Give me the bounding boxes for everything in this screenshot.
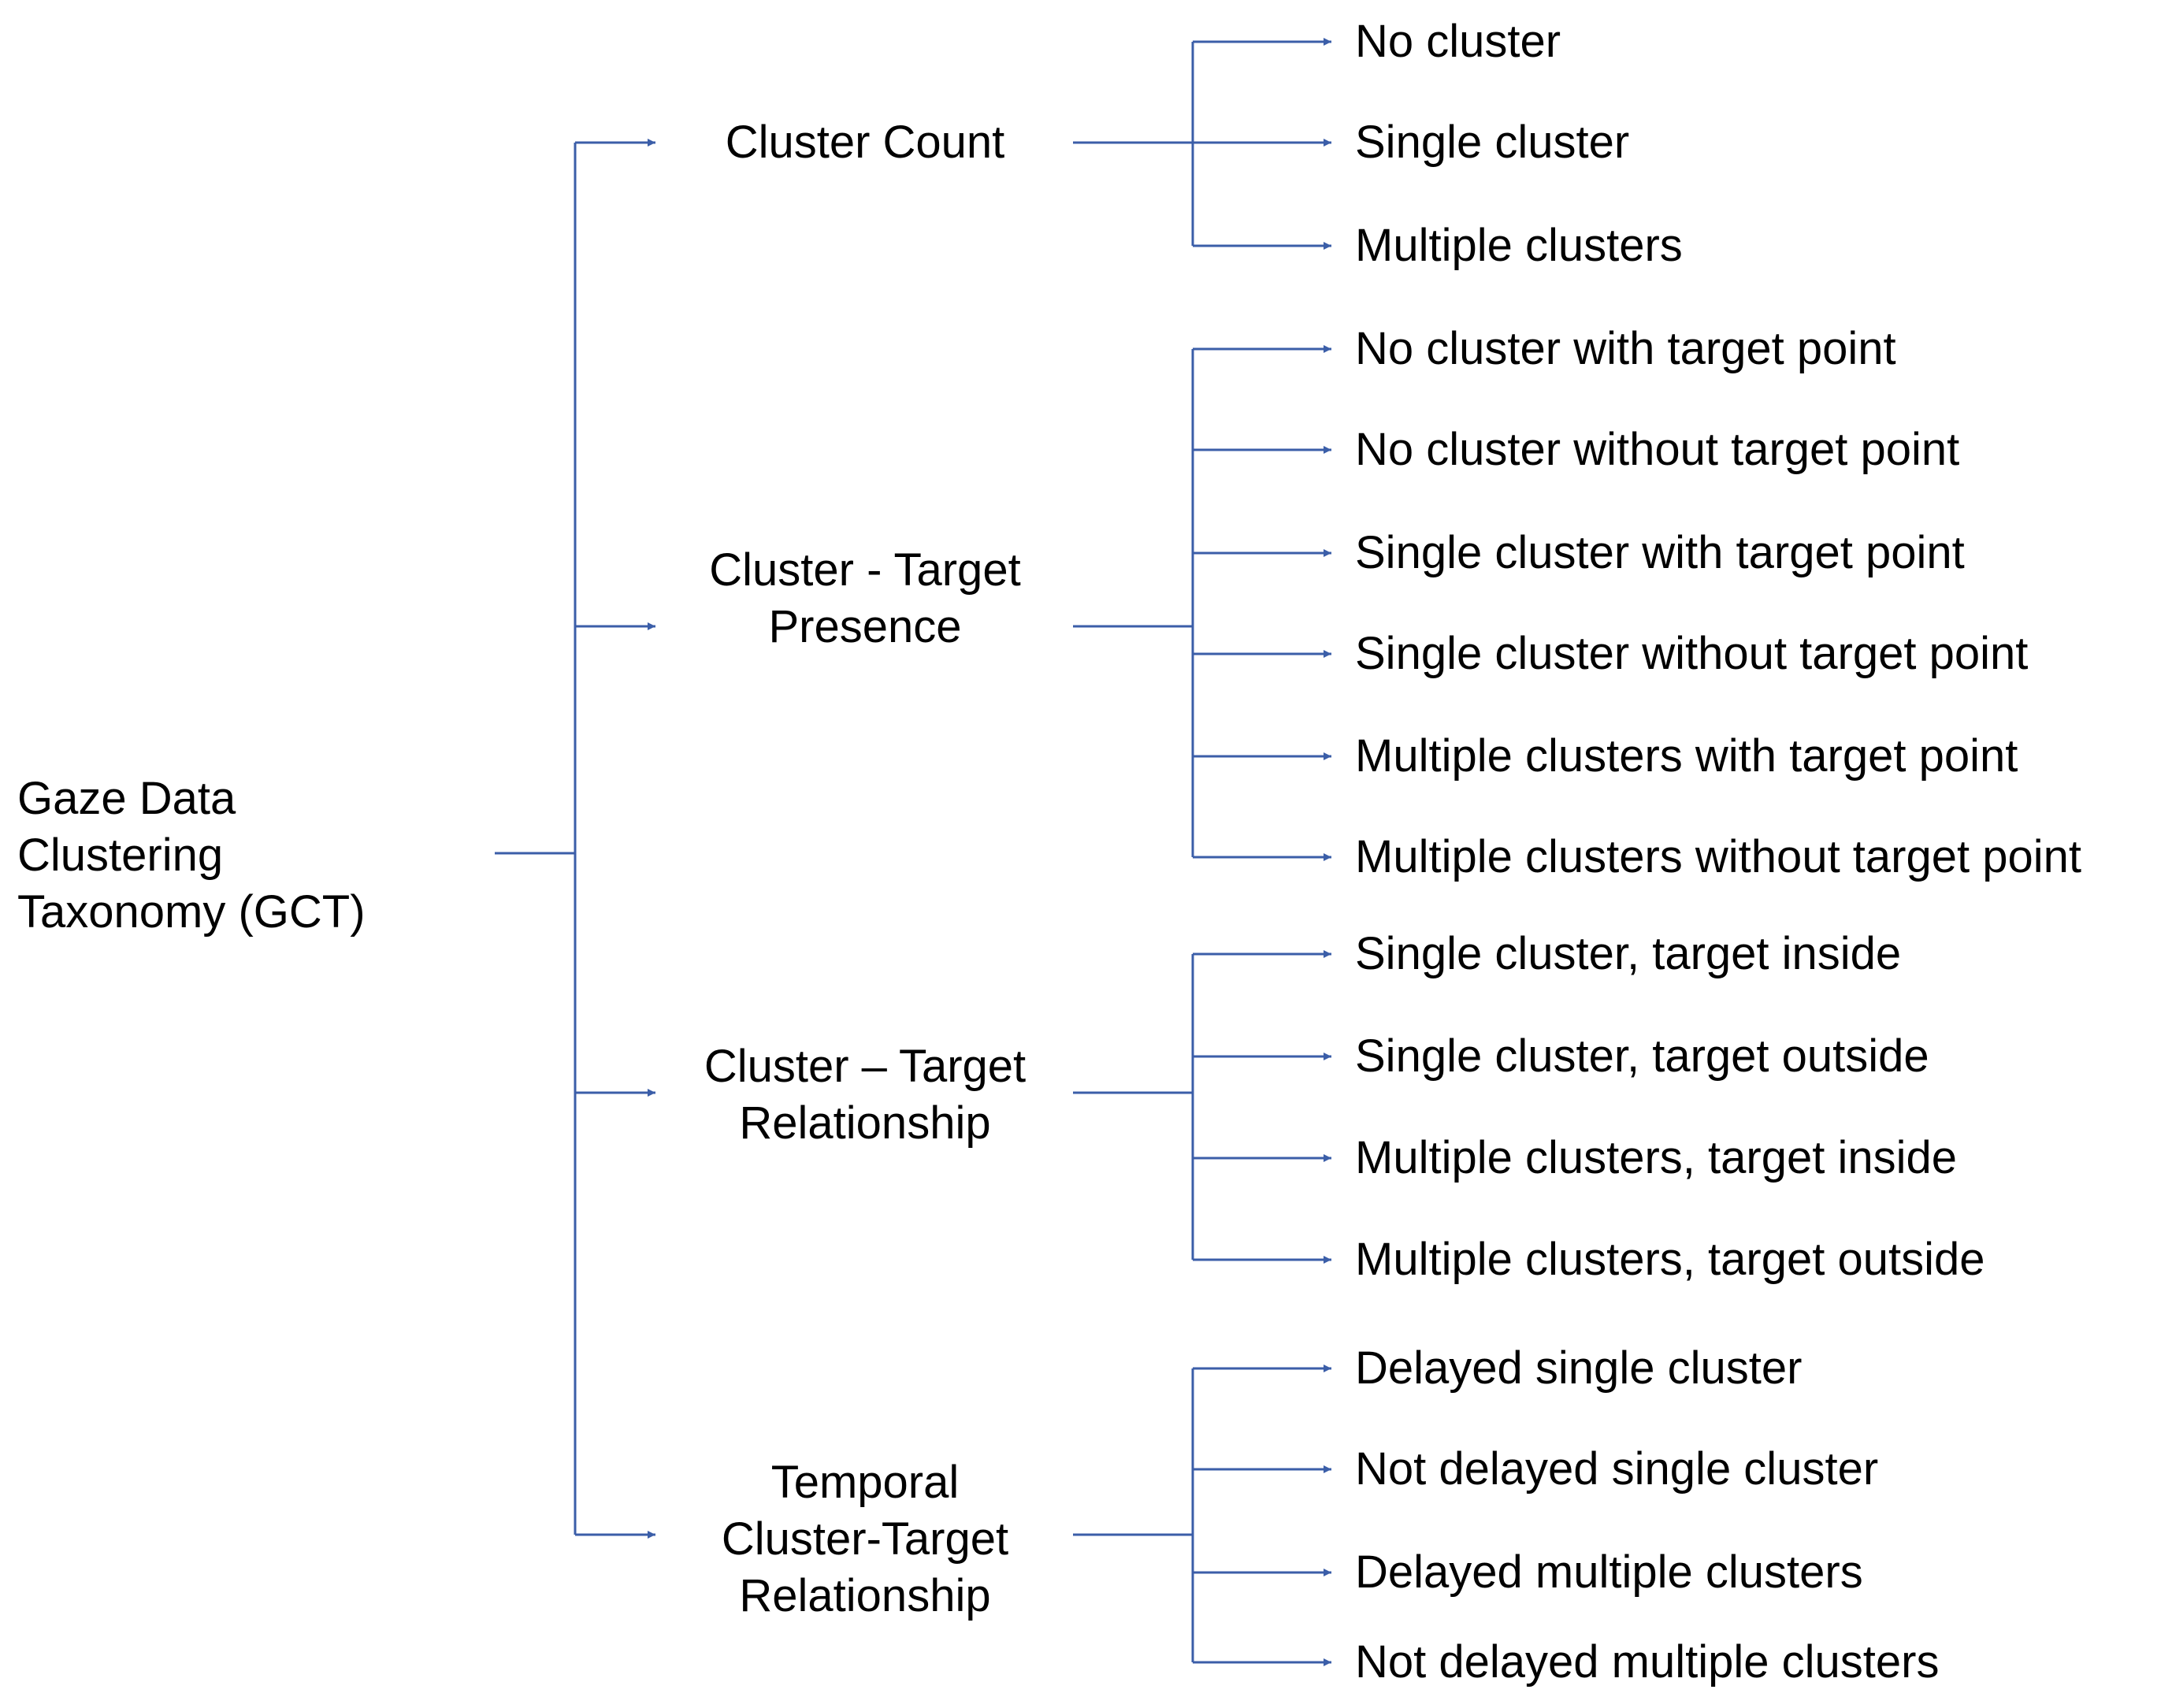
leaf-no-cluster-with-target: No cluster with target point [1355, 323, 1896, 374]
leaf-multiple-clusters-without-target: Multiple clusters without target point [1355, 831, 2081, 882]
category-cluster-target-relationship: Cluster – Target Relationship [704, 1041, 1027, 1149]
leaf-single-cluster-target-outside: Single cluster, target outside [1355, 1030, 1929, 1082]
leaf-single-cluster-target-inside: Single cluster, target inside [1355, 928, 1902, 979]
leaf-single-cluster-without-target: Single cluster without target point [1355, 628, 2029, 679]
category-cluster-target-presence: Cluster - Target Presence [709, 544, 1021, 652]
leaf-single-cluster-with-target: Single cluster with target point [1355, 527, 1965, 578]
leaf-multiple-clusters-with-target: Multiple clusters with target point [1355, 730, 2018, 782]
leaf-single-cluster: Single cluster [1355, 117, 1630, 168]
leaf-no-cluster: No cluster [1355, 16, 1561, 67]
leaf-delayed-multiple-clusters: Delayed multiple clusters [1355, 1546, 1863, 1598]
leaf-not-delayed-single-cluster: Not delayed single cluster [1355, 1443, 1879, 1494]
leaf-no-cluster-without-target: No cluster without target point [1355, 424, 1960, 475]
leaf-delayed-single-cluster: Delayed single cluster [1355, 1342, 1803, 1394]
leaf-not-delayed-multiple-clusters: Not delayed multiple clusters [1355, 1636, 1940, 1688]
root-node-label: Gaze Data Clustering Taxonomy (GCT) [17, 773, 366, 938]
leaf-multiple-clusters-target-outside: Multiple clusters, target outside [1355, 1234, 1985, 1285]
leaf-multiple-clusters: Multiple clusters [1355, 220, 1683, 271]
category-cluster-count: Cluster Count [725, 117, 1005, 168]
leaf-multiple-clusters-target-inside: Multiple clusters, target inside [1355, 1132, 1957, 1183]
category-temporal-cluster-target-relationship: Temporal Cluster-Target Relationship [721, 1457, 1009, 1621]
